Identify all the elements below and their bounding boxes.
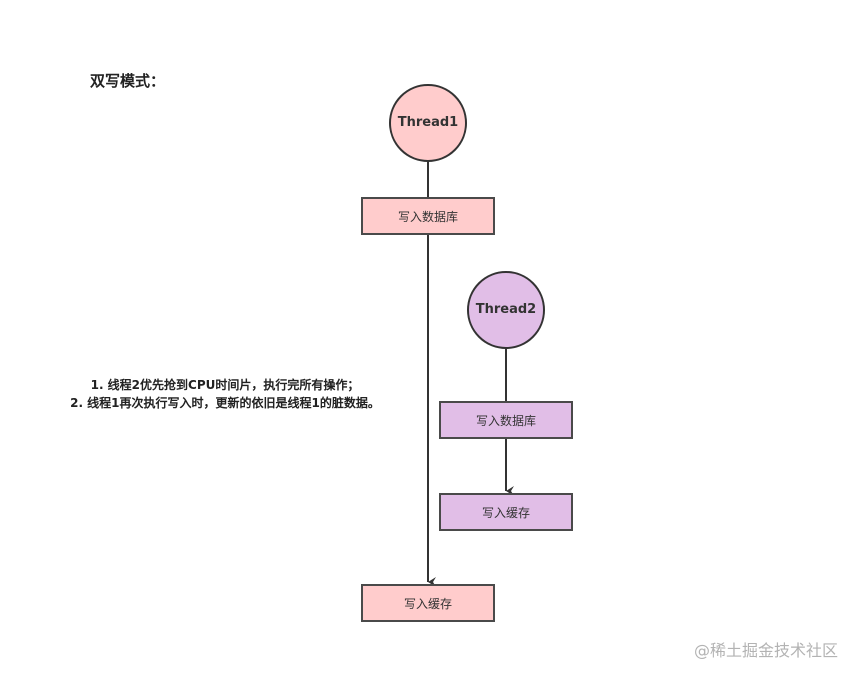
thread1-write-db-label: 写入数据库 — [397, 209, 458, 224]
thread2-write-db-label: 写入数据库 — [475, 413, 536, 428]
thread1-write-cache-label: 写入缓存 — [403, 596, 452, 611]
thread1-write-cache-box: 写入缓存 — [361, 584, 495, 622]
thread1-label: Thread1 — [397, 115, 459, 130]
thread2-label: Thread2 — [475, 302, 537, 317]
note-line-2: 2. 线程1再次执行写入时，更新的依旧是线程1的脏数据。 — [70, 396, 380, 410]
thread2-write-db-box: 写入数据库 — [439, 401, 573, 439]
explanation-notes: 1. 线程2优先抢到CPU时间片，执行完所有操作； 2. 线程1再次执行写入时，… — [50, 376, 400, 412]
watermark-text: @稀土掘金技术社区 — [693, 641, 838, 660]
diagram-title: 双写模式： — [90, 72, 166, 90]
thread2-write-cache-box: 写入缓存 — [439, 493, 573, 531]
thread2-write-cache-label: 写入缓存 — [481, 505, 530, 520]
thread1-write-db-box: 写入数据库 — [361, 197, 495, 235]
note-line-1: 1. 线程2优先抢到CPU时间片，执行完所有操作； — [90, 378, 360, 392]
